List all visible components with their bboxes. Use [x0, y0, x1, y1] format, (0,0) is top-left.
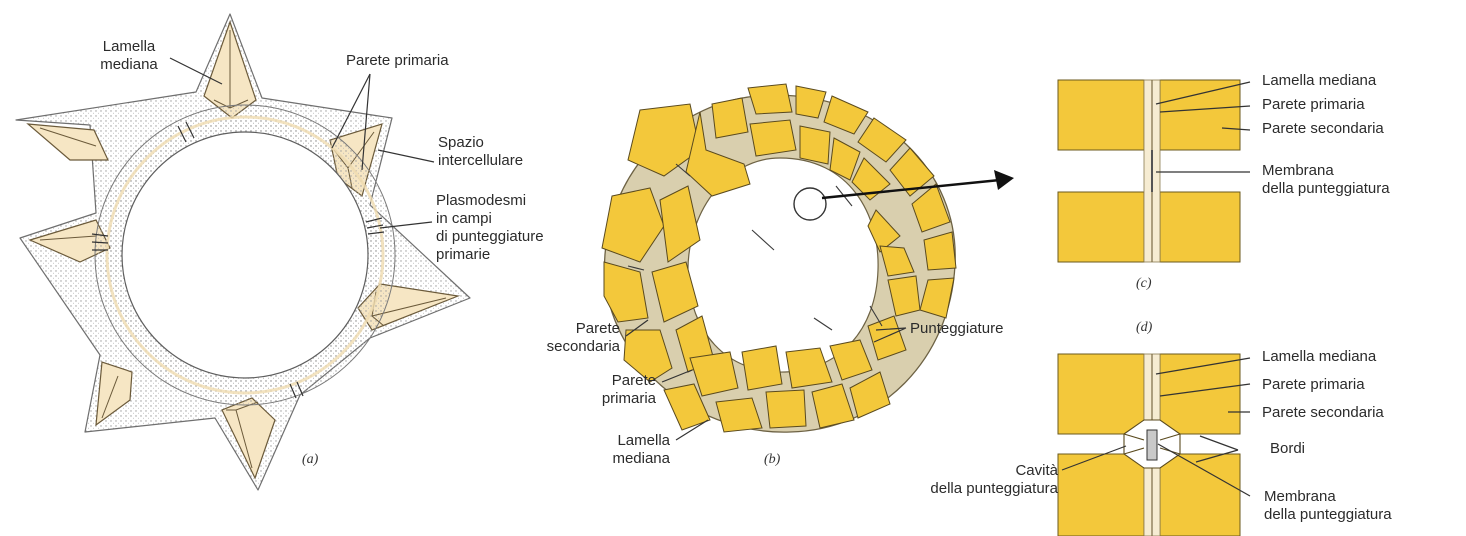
- panel-c-label-parete-primaria: Parete primaria: [1262, 96, 1365, 114]
- panel-b-label-lamella-mediana: Lamella mediana: [574, 432, 670, 468]
- panel-d-pit-membrane: [1147, 430, 1157, 460]
- panel-d-label-membrana: Membrana della punteggiatura: [1264, 488, 1392, 524]
- panel-d-cell-top-left: [1058, 354, 1144, 434]
- panel-a-label-spazio-line1: Spazio: [438, 134, 523, 152]
- panel-c-label-membrana-line1: Membrana: [1262, 162, 1390, 180]
- panel-a-label-plasmodesmi-line4: primarie: [436, 246, 544, 264]
- panel-b-label-primaria-line1: Parete: [560, 372, 656, 390]
- panel-b-label-secondaria-line2: secondaria: [520, 338, 620, 356]
- panel-a-drawing: [16, 14, 470, 490]
- panel-c-cell-top-right: [1160, 80, 1240, 150]
- panel-a-label-plasmodesmi-line2: in campi: [436, 210, 544, 228]
- panel-a-label-plasmodesmi: Plasmodesmi in campi di punteggiature pr…: [436, 192, 544, 264]
- panel-a-lumen: [122, 132, 368, 378]
- panel-a-label-plasmodesmi-line1: Plasmodesmi: [436, 192, 544, 210]
- panel-b-label-primaria-line2: primaria: [560, 390, 656, 408]
- panel-d-label-parete-secondaria: Parete secondaria: [1262, 404, 1384, 422]
- panel-d-label-parete-primaria: Parete primaria: [1262, 376, 1365, 394]
- panel-a-label-lamella-line2: mediana: [88, 56, 170, 74]
- panel-c-cell-bottom-left: [1058, 192, 1144, 262]
- panel-a-label-lamella-line1: Lamella: [88, 38, 170, 56]
- panel-b-arrowhead: [994, 170, 1014, 190]
- panel-c-label-lamella-mediana: Lamella mediana: [1262, 72, 1376, 90]
- panel-b-label-lamella-line1: Lamella: [574, 432, 670, 450]
- panel-a-label-plasmodesmi-line3: di punteggiature: [436, 228, 544, 246]
- panel-c-drawing: [1058, 80, 1250, 262]
- panel-c-caption: (c): [1136, 276, 1152, 292]
- panel-b-label-secondaria-line1: Parete: [520, 320, 620, 338]
- panel-b-drawing: [602, 84, 1014, 440]
- panel-d-label-membrana-line2: della punteggiatura: [1264, 506, 1392, 524]
- panel-c-label-membrana: Membrana della punteggiatura: [1262, 162, 1390, 198]
- panel-b-caption: (b): [764, 452, 780, 468]
- panel-d-label-cavita-line1: Cavità: [838, 462, 1058, 480]
- panel-d-label-membrana-line1: Membrana: [1264, 488, 1392, 506]
- panel-d-label-lamella-mediana: Lamella mediana: [1262, 348, 1376, 366]
- panel-b-label-parete-secondaria: Parete secondaria: [520, 320, 620, 356]
- panel-c-cell-top-left: [1058, 80, 1144, 150]
- panel-d-label-cavita-line2: della punteggiatura: [838, 480, 1058, 498]
- panel-b-label-punteggiature: Punteggiature: [910, 320, 1003, 338]
- panel-a-label-spazio-line2: intercellulare: [438, 152, 523, 170]
- panel-a-label-spazio-intercellulare: Spazio intercellulare: [438, 134, 523, 170]
- panel-c-cell-bottom-right: [1160, 192, 1240, 262]
- panel-a-label-lamella-mediana: Lamella mediana: [88, 38, 170, 74]
- panel-a-label-parete-primaria: Parete primaria: [346, 52, 449, 70]
- panel-d-label-bordi: Bordi: [1270, 440, 1305, 458]
- panel-c-label-membrana-line2: della punteggiatura: [1262, 180, 1390, 198]
- panel-c-label-parete-secondaria: Parete secondaria: [1262, 120, 1384, 138]
- panel-d-drawing: [1058, 354, 1250, 536]
- panel-b-label-lamella-line2: mediana: [574, 450, 670, 468]
- panel-d-cell-bottom-right: [1160, 454, 1240, 536]
- panel-d-caption: (d): [1136, 320, 1152, 336]
- panel-b-label-parete-primaria: Parete primaria: [560, 372, 656, 408]
- panel-a-caption: (a): [302, 452, 318, 468]
- panel-d-label-cavita: Cavità della punteggiatura: [838, 462, 1058, 498]
